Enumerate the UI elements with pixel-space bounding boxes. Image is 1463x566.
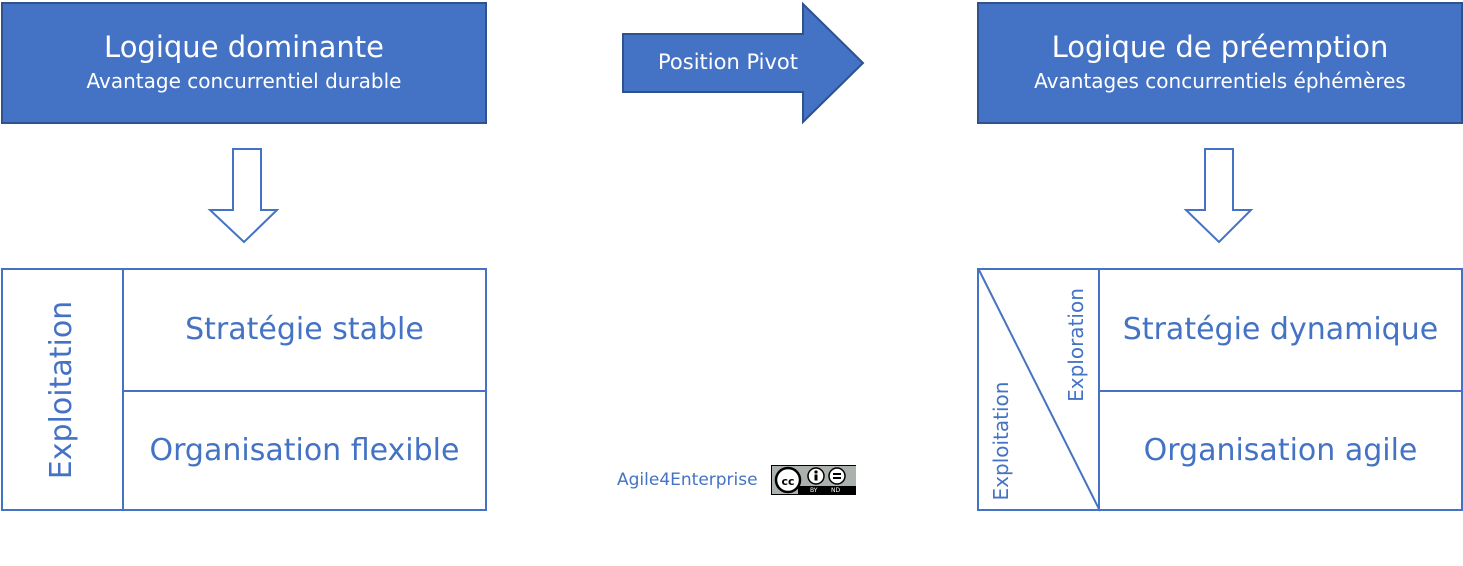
right-header-box: Logique de préemption Avantages concurre…: [977, 2, 1463, 124]
left-header-subtitle: Avantage concurrentiel durable: [86, 69, 402, 93]
left-header-title: Logique dominante: [104, 30, 384, 64]
right-grid-row-divider: [1100, 390, 1461, 392]
brand-label: Agile4Enterprise: [617, 470, 758, 490]
left-down-arrow-icon: [207, 148, 280, 244]
right-grid: Exploitation Exploration Stratégie dynam…: [977, 268, 1463, 512]
right-side-label-low: Exploitation: [989, 381, 1013, 501]
left-grid: Exploitation Stratégie stable Organisati…: [1, 268, 487, 511]
right-grid-divider: [1098, 270, 1100, 509]
pivot-arrow-icon: [622, 1, 865, 125]
svg-text:cc: cc: [781, 475, 794, 488]
pivot-label: Position Pivot: [658, 50, 798, 74]
right-header-subtitle: Avantages concurrentiels éphémères: [1034, 69, 1406, 93]
cc-by-letters: BY: [810, 487, 818, 494]
left-grid-divider: [122, 270, 124, 509]
left-header-box: Logique dominante Avantage concurrentiel…: [1, 2, 487, 124]
right-top-cell: Stratégie dynamique: [1122, 312, 1439, 347]
left-grid-row-divider: [124, 390, 485, 392]
cc-nd-letters: ND: [831, 487, 841, 494]
left-bottom-cell: Organisation flexible: [149, 433, 460, 468]
left-side-label: Exploitation: [44, 300, 79, 480]
right-bottom-cell: Organisation agile: [1143, 433, 1418, 468]
left-top-cell: Stratégie stable: [185, 312, 424, 347]
right-header-title: Logique de préemption: [1051, 30, 1389, 64]
right-down-arrow-icon: [1183, 148, 1254, 244]
cc-badge-graphic: cc: [774, 466, 856, 495]
cc-by-nd-icon: cc BY ND: [771, 465, 856, 495]
right-side-label-high: Exploration: [1064, 288, 1088, 402]
right-grid-diagonal: [978, 269, 1101, 512]
